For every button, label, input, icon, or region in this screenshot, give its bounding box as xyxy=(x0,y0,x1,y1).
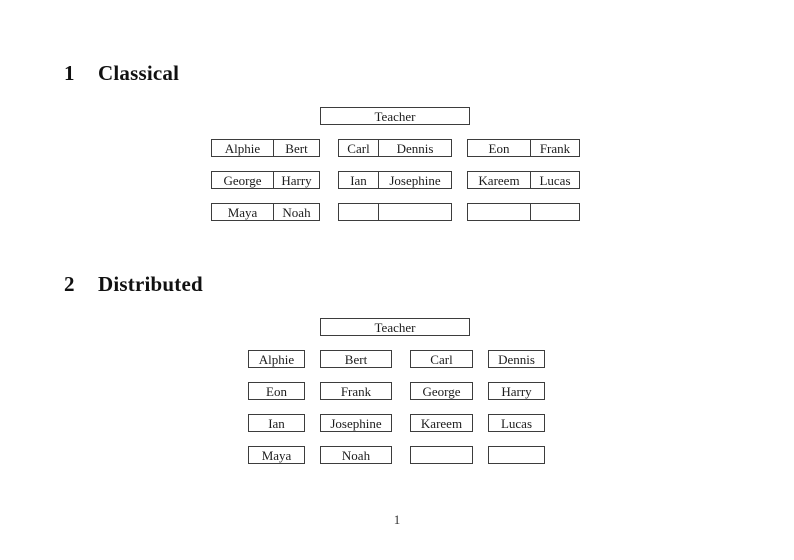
desk-seat: Harry xyxy=(281,172,312,188)
desk: Kareem xyxy=(410,414,473,432)
desk: Josephine xyxy=(320,414,392,432)
desk-seat: Bert xyxy=(285,140,308,156)
desk: Harry xyxy=(488,382,545,400)
desk-seat: Carl xyxy=(339,140,379,156)
section-title: Classical xyxy=(98,61,180,85)
teacher-label: Teacher xyxy=(374,108,416,124)
desk-empty xyxy=(467,203,580,221)
desk: Maya xyxy=(248,446,305,464)
desk: Dennis xyxy=(488,350,545,368)
desk-seat-empty xyxy=(531,204,579,220)
desk-seat: Josephine xyxy=(389,172,441,188)
desk: Eon Frank xyxy=(467,139,580,157)
desk: George xyxy=(410,382,473,400)
desk: George Harry xyxy=(211,171,320,189)
desk: Ian Josephine xyxy=(338,171,452,189)
page-number: 1 xyxy=(393,512,401,527)
desk: Lucas xyxy=(488,414,545,432)
desk: Bert xyxy=(320,350,392,368)
section-number: 1 xyxy=(64,61,75,85)
desk: Frank xyxy=(320,382,392,400)
desk-seat-empty xyxy=(468,204,531,220)
desk-seat-empty xyxy=(379,204,451,220)
desk: Ian xyxy=(248,414,305,432)
section-title: Distributed xyxy=(98,272,203,296)
desk-empty xyxy=(410,446,473,464)
desk-empty xyxy=(338,203,452,221)
desk-seat: Ian xyxy=(339,172,379,188)
desk: Noah xyxy=(320,446,392,464)
desk-seat: Noah xyxy=(282,204,311,220)
desk: Maya Noah xyxy=(211,203,320,221)
desk: Alphie Bert xyxy=(211,139,320,157)
desk: Carl xyxy=(410,350,473,368)
desk-seat: George xyxy=(212,172,274,188)
teacher-box: Teacher xyxy=(320,107,470,125)
desk-seat: Eon xyxy=(468,140,531,156)
desk-seat: Kareem xyxy=(468,172,531,188)
desk-seat: Dennis xyxy=(396,140,434,156)
desk: Eon xyxy=(248,382,305,400)
desk: Carl Dennis xyxy=(338,139,452,157)
teacher-box: Teacher xyxy=(320,318,470,336)
desk-seat: Maya xyxy=(212,204,274,220)
desk-seat: Alphie xyxy=(212,140,274,156)
section-heading-distributed: 2 Distributed xyxy=(64,273,203,295)
desk-seat: Frank xyxy=(539,140,571,156)
desk-seat: Lucas xyxy=(539,172,571,188)
desk-empty xyxy=(488,446,545,464)
teacher-label: Teacher xyxy=(374,319,416,335)
desk-seat-empty xyxy=(339,204,379,220)
desk: Alphie xyxy=(248,350,305,368)
desk: Kareem Lucas xyxy=(467,171,580,189)
section-number: 2 xyxy=(64,272,75,296)
section-heading-classical: 1 Classical xyxy=(64,62,179,84)
